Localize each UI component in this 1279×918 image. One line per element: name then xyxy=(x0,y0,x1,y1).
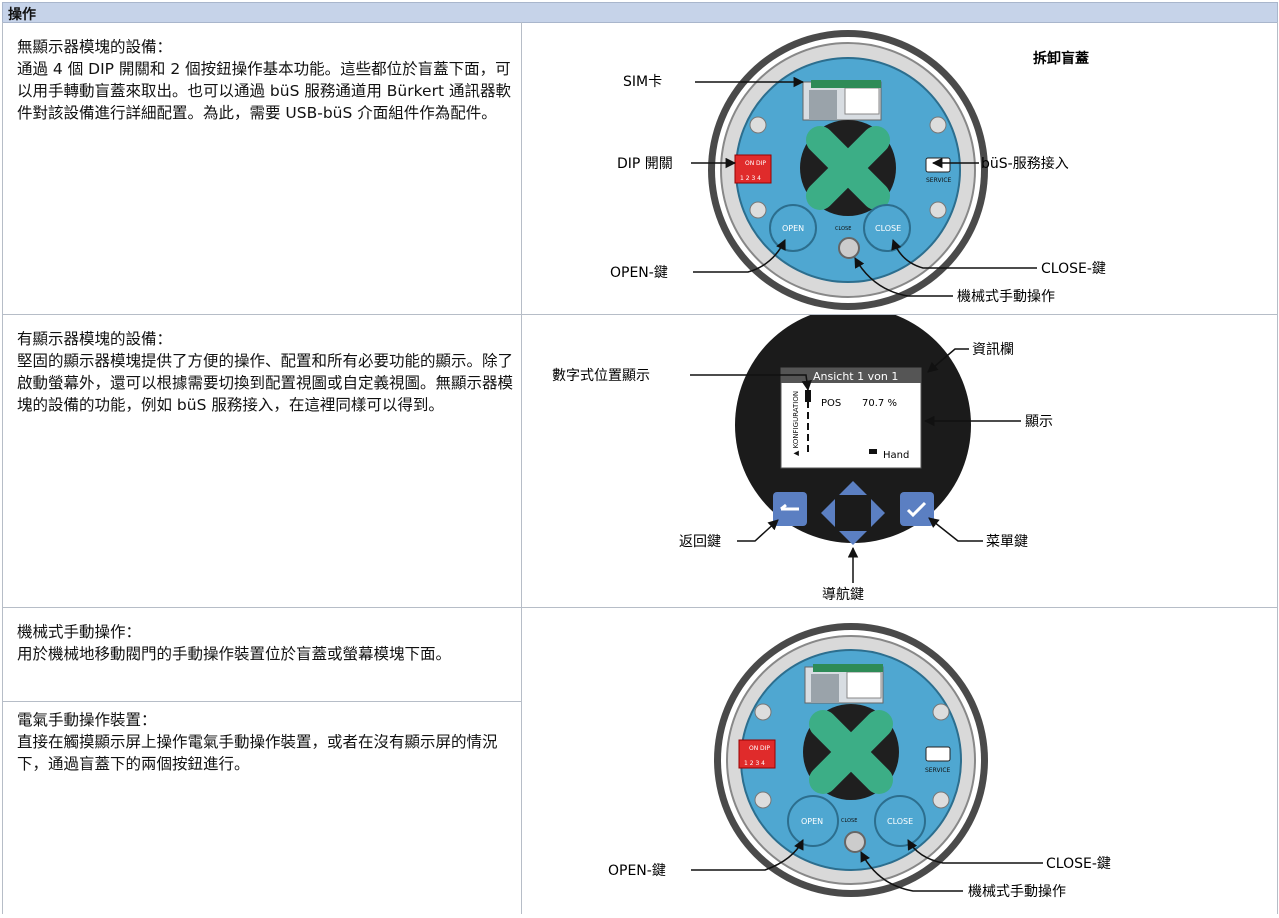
screen-pos-label: POS xyxy=(821,398,841,409)
section-header: 操作 xyxy=(2,2,1278,23)
dip-nums-label: 1 2 3 4 xyxy=(740,175,761,182)
row-text-cell: 無顯示器模塊的設備： 通過 4 個 DIP 開關和 2 個按鈕操作基本功能。這些… xyxy=(3,22,522,314)
screen-title: Ansicht 1 von 1 xyxy=(813,370,898,383)
row-description-mechanical: 機械式手動操作： 用於機械地移動閥門的手動操作裝置位於盲蓋或螢幕模塊下面。 xyxy=(17,623,452,663)
figure-cell: ON DIP 1 2 3 4 SERVICE OPEN CLOSE CLOSE xyxy=(522,608,1277,914)
row-description: 無顯示器模塊的設備： 通過 4 個 DIP 開關和 2 個按鈕操作基本功能。這些… xyxy=(17,38,511,122)
open-key-callout: OPEN-鍵 xyxy=(608,863,666,879)
manual-operation-callout: 機械式手動操作 xyxy=(968,884,1066,900)
nav-right-key xyxy=(871,499,885,527)
manual-operation-callout: 機械式手動操作 xyxy=(957,289,1055,305)
figure-cell: Ansicht 1 von 1 ▲ KONFIGURATION POS 70.7… xyxy=(522,307,1277,607)
info-bar-callout: 資訊欄 xyxy=(972,342,1014,358)
service-label: SERVICE xyxy=(926,177,952,184)
cover-open-button: OPEN xyxy=(801,817,823,826)
nav-up-key xyxy=(839,481,867,495)
dip-dip-label: DIP xyxy=(760,745,770,752)
row-manual-operation: 機械式手動操作： 用於機械地移動閥門的手動操作裝置位於盲蓋或螢幕模塊下面。 電氣… xyxy=(2,608,1278,914)
sim-card-callout: SIM卡 xyxy=(623,74,662,90)
manual-close-mark: CLOSE xyxy=(835,226,851,232)
display-module-device: Ansicht 1 von 1 ▲ KONFIGURATION POS 70.7… xyxy=(735,307,971,545)
nav-key-callout: 導航鍵 xyxy=(822,587,864,603)
display-callout: 顯示 xyxy=(1025,414,1053,430)
row-text-cell: 有顯示器模塊的設備： 堅固的顯示器模塊提供了方便的操作、配置和所有必要功能的顯示… xyxy=(3,315,522,607)
dip-on-label: ON xyxy=(749,745,758,752)
screen-pos-value: 70.7 % xyxy=(862,398,897,409)
open-key-callout: OPEN-鍵 xyxy=(610,265,668,281)
screen-config-tab: ▲ KONFIGURATION xyxy=(792,391,800,456)
row-with-display: 有顯示器模塊的設備： 堅固的顯示器模塊提供了方便的操作、配置和所有必要功能的顯示… xyxy=(2,307,1278,608)
nav-left-key xyxy=(821,499,835,527)
blind-cover-device: ON DIP 1 2 3 4 SERVICE OPEN CLOSE CLOSE xyxy=(714,623,988,897)
figure-title: 拆卸盲蓋 xyxy=(1033,50,1089,67)
display-module-figure: Ansicht 1 von 1 ▲ KONFIGURATION POS 70.7… xyxy=(552,307,1053,603)
manual-close-mark: CLOSE xyxy=(841,818,857,824)
row-description-electric: 電氣手動操作裝置： 直接在觸摸顯示屏上操作電氣手動操作裝置，或者在沒有顯示屏的情… xyxy=(17,711,498,773)
screen-hand-label: Hand xyxy=(883,450,909,461)
row-description: 有顯示器模塊的設備： 堅固的顯示器模塊提供了方便的操作、配置和所有必要功能的顯示… xyxy=(17,330,514,414)
service-label: SERVICE xyxy=(925,767,951,774)
nav-down-key xyxy=(839,531,867,545)
dip-on-label: ON xyxy=(745,160,754,167)
row-no-display: 無顯示器模塊的設備： 通過 4 個 DIP 開關和 2 個按鈕操作基本功能。這些… xyxy=(2,22,1278,315)
cover-close-button: CLOSE xyxy=(875,224,901,233)
dip-nums-label: 1 2 3 4 xyxy=(744,760,765,767)
dip-dip-label: DIP xyxy=(756,160,766,167)
row-text-cell: 機械式手動操作： 用於機械地移動閥門的手動操作裝置位於盲蓋或螢幕模塊下面。 電氣… xyxy=(3,608,522,914)
cover-open-button: OPEN xyxy=(782,224,804,233)
dip-switch-callout: DIP 開關 xyxy=(617,156,673,172)
section-title: 操作 xyxy=(8,7,36,23)
back-key-callout: 返回鍵 xyxy=(679,534,721,550)
digital-position-callout: 數字式位置顯示 xyxy=(552,368,650,384)
bus-service-callout: büS-服務接入 xyxy=(981,155,1069,172)
sub-cell-divider xyxy=(3,701,521,702)
blind-cover-figure: ON DIP 1 2 3 4 SERVICE OPEN CLOSE CLOSE xyxy=(610,30,1106,310)
cover-close-button: CLOSE xyxy=(887,817,913,826)
figure-cell: ON DIP 1 2 3 4 SERVICE OPEN CLOSE CLOSE xyxy=(522,22,1277,314)
menu-key-callout: 菜單鍵 xyxy=(986,534,1028,550)
manual-operation-figure: ON DIP 1 2 3 4 SERVICE OPEN CLOSE CLOSE xyxy=(608,623,1111,900)
close-key-callout: CLOSE-鍵 xyxy=(1041,261,1106,277)
close-key-callout: CLOSE-鍵 xyxy=(1046,856,1111,872)
